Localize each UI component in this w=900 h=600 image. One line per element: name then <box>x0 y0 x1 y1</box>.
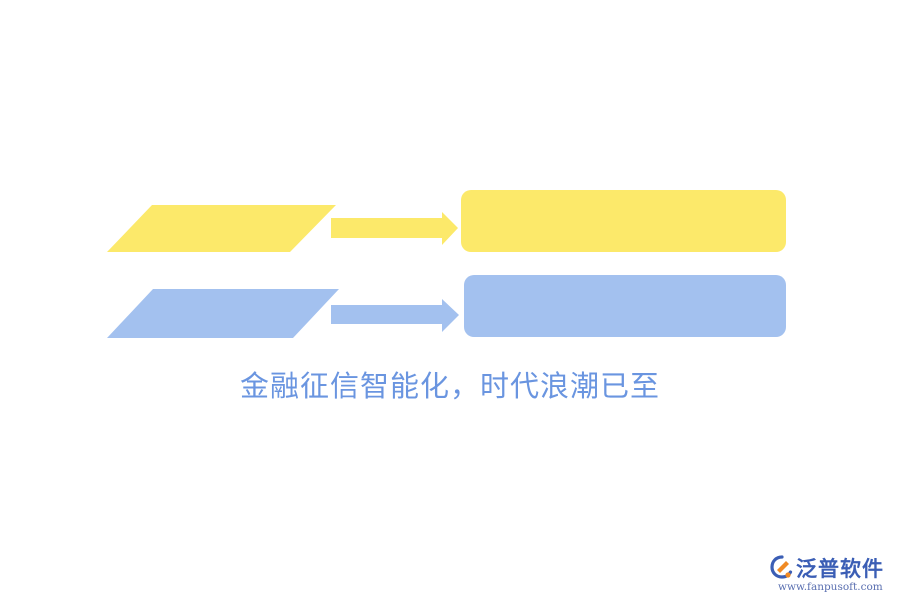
row1-arrow <box>331 212 458 245</box>
row1-parallelogram <box>107 205 336 252</box>
fanpu-logo-icon <box>770 555 793 579</box>
logo-url: www.fanpusoft.com <box>778 581 883 593</box>
row2-parallelogram <box>107 289 339 338</box>
row2-rounded-rect <box>464 275 786 337</box>
row2-arrow <box>331 299 459 332</box>
company-logo: 泛普软件 www.fanpusoft.com <box>768 552 892 596</box>
row1-rounded-rect <box>461 190 786 252</box>
logo-name: 泛普软件 <box>796 557 884 581</box>
caption-text: 金融征信智能化，时代浪潮已至 <box>239 369 660 403</box>
